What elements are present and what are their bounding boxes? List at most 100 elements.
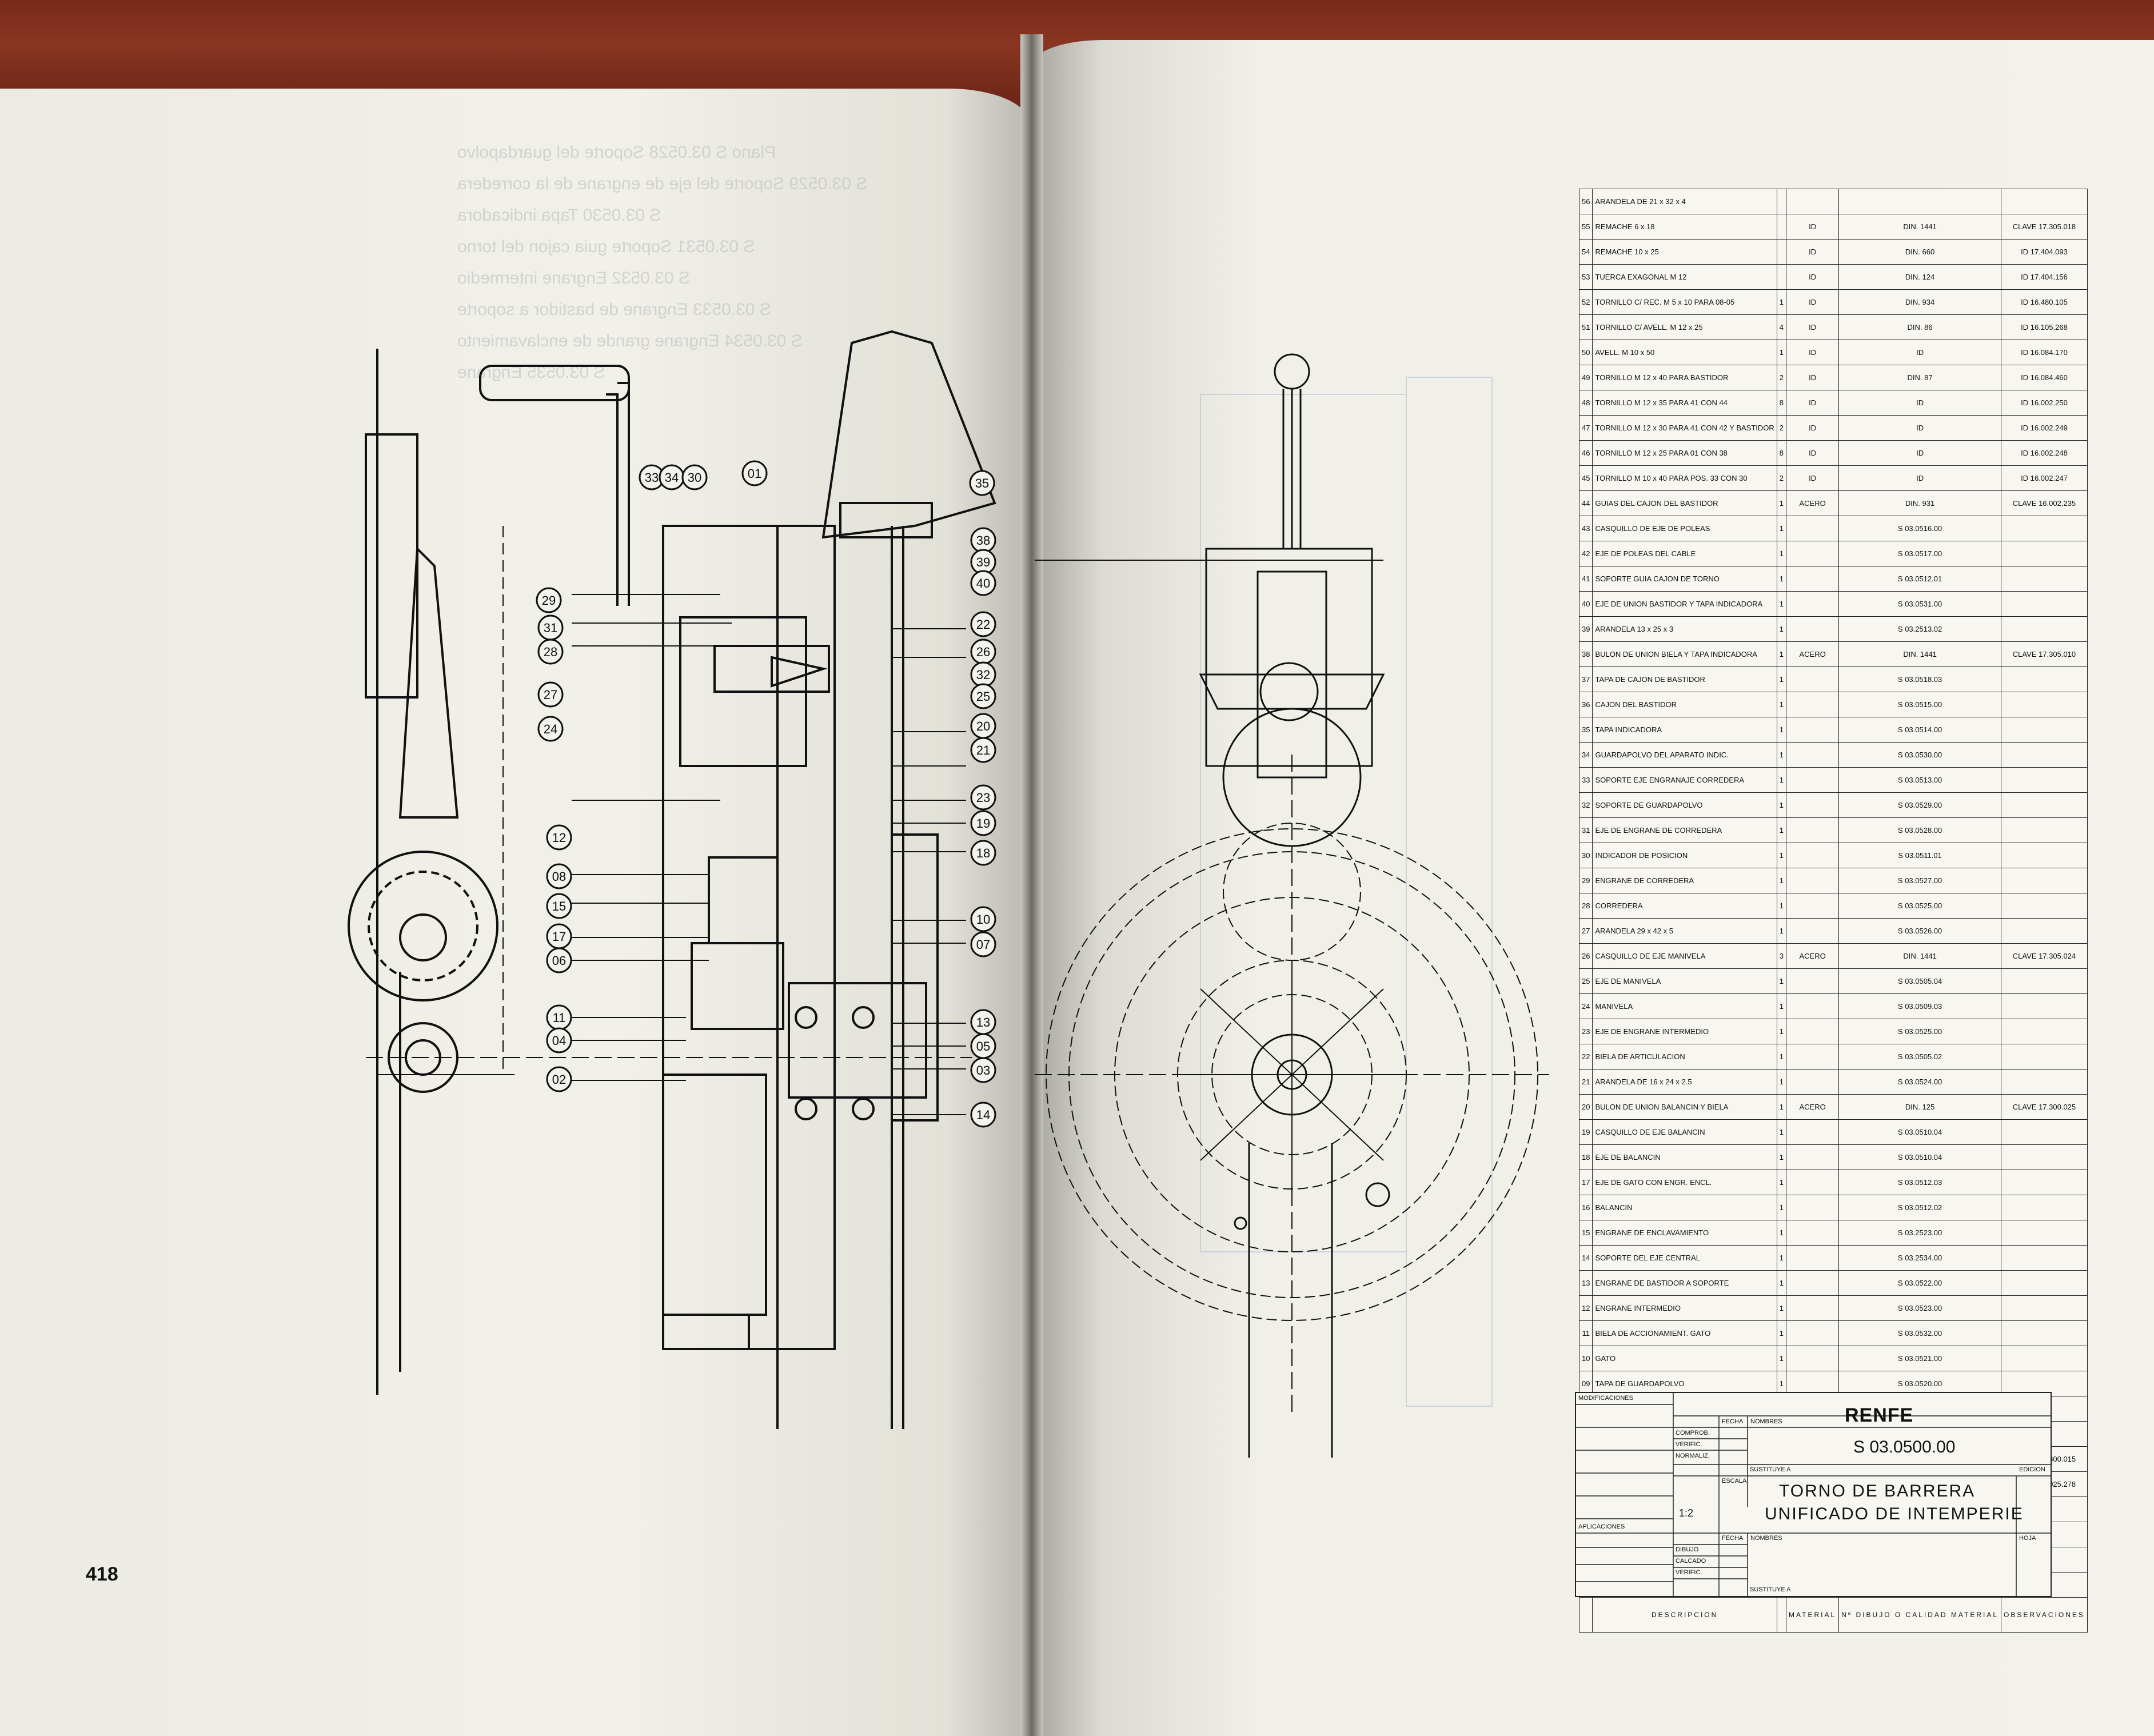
table-cell-q: 1 xyxy=(1776,289,1787,315)
table-cell-o xyxy=(2001,1144,2088,1170)
table-cell-m xyxy=(1786,1346,1840,1371)
table-cell-o xyxy=(2001,1019,2088,1044)
nombres-label: NOMBRES xyxy=(1750,1418,1782,1425)
table-cell-m xyxy=(1786,993,1840,1019)
table-cell-m xyxy=(1786,189,1840,214)
table-cell-n: 41 xyxy=(1578,566,1593,592)
table-cell-m xyxy=(1786,1220,1840,1246)
table-cell-n: 20 xyxy=(1578,1094,1593,1120)
callout-label: 28 xyxy=(544,645,557,659)
callout-label: 03 xyxy=(976,1063,990,1077)
table-cell-n: 14 xyxy=(1578,1245,1593,1271)
table-cell-q: 1 xyxy=(1776,340,1787,365)
table-cell-o xyxy=(2001,1346,2088,1371)
table-cell-o: ID 16.480.105 xyxy=(2001,289,2088,315)
callout-circle xyxy=(970,1102,996,1128)
table-cell-m: ACERO xyxy=(1786,490,1840,516)
table-cell-m xyxy=(1786,667,1840,692)
table-cell-n: 36 xyxy=(1578,692,1593,717)
callout-30: 30 xyxy=(681,464,708,490)
table-cell-d: TUERCA EXAGONAL M 12 xyxy=(1592,264,1777,290)
header-descripcion: DESCRIPCION xyxy=(1592,1597,1777,1633)
table-cell-m: ID xyxy=(1786,214,1840,240)
table-cell-q: 8 xyxy=(1776,390,1787,416)
callout-label: 33 xyxy=(645,470,659,485)
callout-17: 17 xyxy=(546,923,572,949)
callout-28: 28 xyxy=(537,638,564,665)
table-cell-o: ID 16.084.170 xyxy=(2001,340,2088,365)
callout-39: 39 xyxy=(970,549,996,575)
callout-label: 18 xyxy=(976,846,990,860)
callout-label: 22 xyxy=(976,617,990,632)
table-cell-m xyxy=(1786,717,1840,743)
table-cell-d: ARANDELA DE 16 x 24 x 2.5 xyxy=(1592,1069,1777,1095)
table-cell-o: CLAVE 17.305.024 xyxy=(2001,943,2088,969)
table-cell-n: 16 xyxy=(1578,1195,1593,1220)
table-cell-q xyxy=(1776,214,1787,240)
callout-02: 02 xyxy=(546,1066,572,1092)
parts-table-header: DESCRIPCION MATERIAL Nº DIBUJO O CALIDAD… xyxy=(1578,1597,2088,1633)
table-cell-o xyxy=(2001,968,2088,994)
table-cell-o xyxy=(2001,1295,2088,1321)
table-cell-d: BIELA DE ACCIONAMIENT. GATO xyxy=(1592,1320,1777,1346)
table-cell-d: ENGRANE INTERMEDIO xyxy=(1592,1295,1777,1321)
callout-label: 15 xyxy=(552,899,566,913)
callout-33: 33 xyxy=(639,464,665,490)
fecha-label: FECHA xyxy=(1722,1418,1744,1425)
table-cell-n: 53 xyxy=(1578,264,1593,290)
callout-08: 08 xyxy=(546,863,572,889)
table-cell-m xyxy=(1786,566,1840,592)
table-cell-m xyxy=(1786,541,1840,566)
table-cell-r: ID xyxy=(1838,340,2002,365)
table-cell-r: DIN. 660 xyxy=(1838,239,2002,265)
table-cell-m: ID xyxy=(1786,314,1840,340)
table-cell-r: S 03.0530.00 xyxy=(1838,742,2002,768)
table-cell-n: 56 xyxy=(1578,189,1593,214)
table-cell-q: 1 xyxy=(1776,767,1787,793)
table-cell-n: 49 xyxy=(1578,365,1593,390)
table-cell-n: 34 xyxy=(1578,742,1593,768)
table-cell-m xyxy=(1786,1270,1840,1296)
drawing-code: S 03.0500.00 xyxy=(1853,1438,1956,1456)
table-cell-m xyxy=(1786,742,1840,768)
table-cell-n: 44 xyxy=(1578,490,1593,516)
table-cell-d: SOPORTE GUIA CAJON DE TORNO xyxy=(1592,566,1777,592)
table-cell-n: 46 xyxy=(1578,440,1593,466)
callout-circle xyxy=(970,737,996,763)
callout-27: 27 xyxy=(537,681,564,708)
table-cell-n: 29 xyxy=(1578,868,1593,893)
table-cell-d: CORREDERA xyxy=(1592,893,1777,919)
callout-29: 29 xyxy=(536,587,562,613)
table-cell-r: S 03.0512.02 xyxy=(1838,1195,2002,1220)
table-cell-q: 1 xyxy=(1776,792,1787,818)
callout-07: 07 xyxy=(970,931,996,957)
table-cell-m: ACERO xyxy=(1786,943,1840,969)
table-cell-n: 17 xyxy=(1578,1170,1593,1195)
table-cell-o: ID 16.002.247 xyxy=(2001,465,2088,491)
table-cell-o: CLAVE 17.305.018 xyxy=(2001,214,2088,240)
drawing-title-line2: UNIFICADO DE INTEMPERIE xyxy=(1765,1504,2024,1523)
callout-10: 10 xyxy=(970,906,996,932)
callout-circle xyxy=(970,931,996,957)
table-cell-q: 1 xyxy=(1776,1044,1787,1069)
table-cell-o xyxy=(2001,817,2088,843)
table-cell-r: S 03.0511.01 xyxy=(1838,843,2002,868)
callout-19: 19 xyxy=(970,810,996,836)
table-cell-m: ID xyxy=(1786,239,1840,265)
table-cell-r: S 03.0510.04 xyxy=(1838,1119,2002,1145)
callout-04: 04 xyxy=(546,1027,572,1053)
callout-label: 08 xyxy=(552,869,566,884)
callout-circle xyxy=(970,683,996,709)
